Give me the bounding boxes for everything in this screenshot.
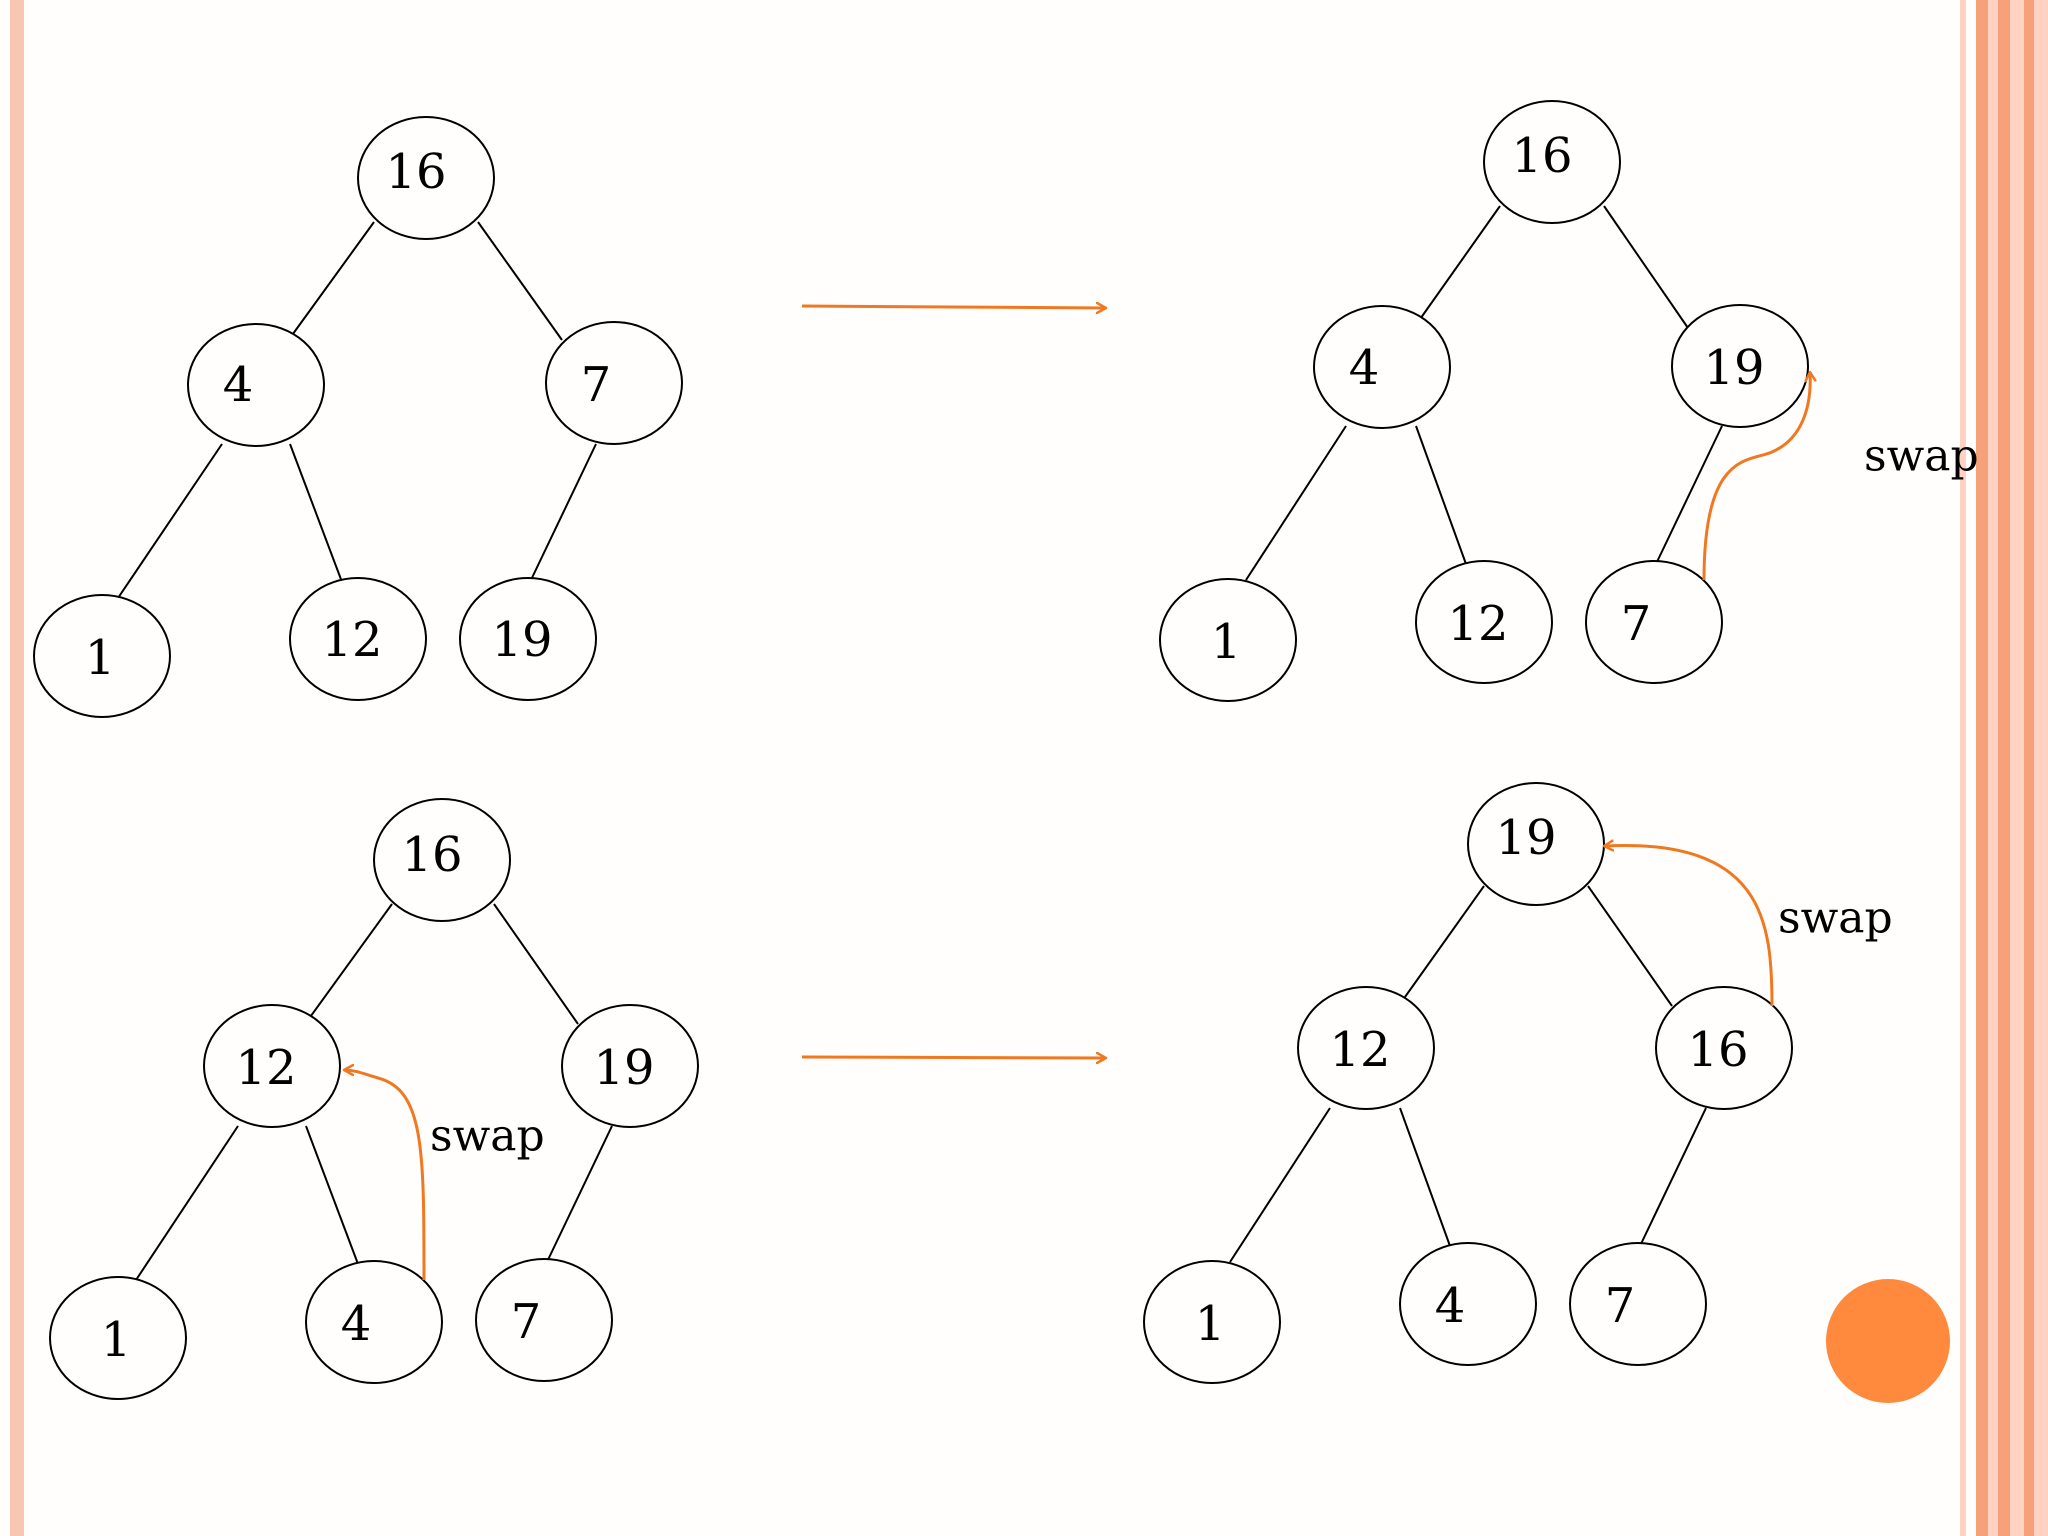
tree-node	[1313, 305, 1451, 429]
swap-arrow	[1702, 372, 1810, 581]
edge	[1399, 885, 1485, 1005]
edge	[1655, 425, 1723, 565]
node-label: 12	[321, 612, 382, 668]
swap-arrow	[344, 1070, 426, 1281]
node-label: 4	[1435, 1278, 1466, 1334]
edge	[1415, 425, 1467, 565]
node-label: 12	[1329, 1022, 1390, 1078]
tree-node	[1569, 1242, 1707, 1366]
tree-node	[187, 323, 325, 447]
swap-label: swap	[430, 1111, 545, 1162]
tree-node	[305, 1260, 443, 1384]
swap-arrow	[1604, 845, 1774, 1007]
edge	[289, 221, 375, 339]
edge	[117, 443, 223, 599]
right-border-stripe-6	[2024, 0, 2034, 1536]
edge	[1417, 205, 1501, 323]
node-label: 19	[1703, 340, 1764, 396]
edge	[477, 221, 563, 341]
tree-node	[357, 116, 495, 240]
node-label: 16	[385, 144, 446, 200]
node-label: 1	[1195, 1296, 1226, 1352]
edge	[1229, 1107, 1331, 1263]
transition-arrow-top	[801, 306, 1106, 308]
edge	[493, 903, 579, 1025]
node-label: 12	[1447, 596, 1508, 652]
tree-node	[1671, 304, 1809, 428]
edge	[305, 1125, 359, 1265]
node-label: 4	[341, 1296, 372, 1352]
edge	[1603, 205, 1689, 329]
edge	[1399, 1107, 1451, 1247]
tree-node	[475, 1258, 613, 1382]
tree-node	[561, 1004, 699, 1128]
node-label: 19	[491, 612, 552, 668]
node-label: 16	[401, 827, 462, 883]
node-label: 4	[223, 357, 254, 413]
node-label: 1	[1211, 614, 1242, 670]
orange-dot-icon	[1826, 1279, 1950, 1403]
tree-node	[49, 1276, 187, 1400]
swap-label: swap	[1864, 431, 1979, 482]
edge	[307, 903, 393, 1021]
node-label: 7	[1621, 596, 1652, 652]
edge	[1639, 1107, 1707, 1247]
tree-node	[1655, 986, 1793, 1110]
right-border-stripe-4	[1998, 0, 2010, 1536]
node-label: 1	[101, 1312, 132, 1368]
edge	[529, 443, 597, 583]
tree-node	[203, 1004, 341, 1128]
tree-node	[289, 577, 427, 701]
tree-node	[1399, 1242, 1537, 1366]
tree-node	[459, 577, 597, 701]
swap-label: swap	[1778, 893, 1893, 944]
node-label: 16	[1687, 1022, 1748, 1078]
right-border-stripe-1	[1960, 0, 1966, 1536]
tree-node	[1415, 560, 1553, 684]
node-label: 7	[511, 1294, 542, 1350]
transition-arrow-bottom	[801, 1057, 1106, 1058]
edge	[135, 1125, 239, 1281]
node-label: 12	[235, 1040, 296, 1096]
edge	[545, 1125, 613, 1265]
right-border-stripe-5	[2010, 0, 2024, 1536]
right-border	[1960, 0, 2048, 1536]
node-label: 19	[593, 1040, 654, 1096]
tree-2: 16 4 19 1 12 7 swap	[1159, 100, 1979, 702]
edge	[289, 443, 343, 583]
node-label: 7	[1605, 1278, 1636, 1334]
node-label: 19	[1495, 810, 1556, 866]
tree-4: 19 12 16 1 4 7 swap	[1143, 782, 1893, 1384]
edge	[1587, 885, 1673, 1007]
tree-node	[373, 798, 511, 922]
tree-node	[1585, 560, 1723, 684]
tree-node	[545, 321, 683, 445]
edge	[1245, 425, 1347, 581]
tree-3: 16 12 19 1 4 7 swap	[49, 798, 699, 1400]
left-border-stripe	[10, 0, 24, 1536]
tree-node	[1297, 986, 1435, 1110]
right-border-stripe-2	[1976, 0, 1988, 1536]
node-label: 1	[85, 630, 116, 686]
tree-node	[1483, 100, 1621, 224]
node-label: 4	[1349, 340, 1380, 396]
node-label: 16	[1511, 128, 1572, 184]
tree-node	[1143, 1260, 1281, 1384]
right-border-stripe-3	[1988, 0, 1998, 1536]
tree-node	[33, 594, 171, 718]
node-label: 7	[581, 357, 612, 413]
right-border-stripe-7	[2034, 0, 2048, 1536]
tree-1: 16 4 7 1 12 19	[33, 116, 683, 718]
tree-node	[1159, 578, 1297, 702]
